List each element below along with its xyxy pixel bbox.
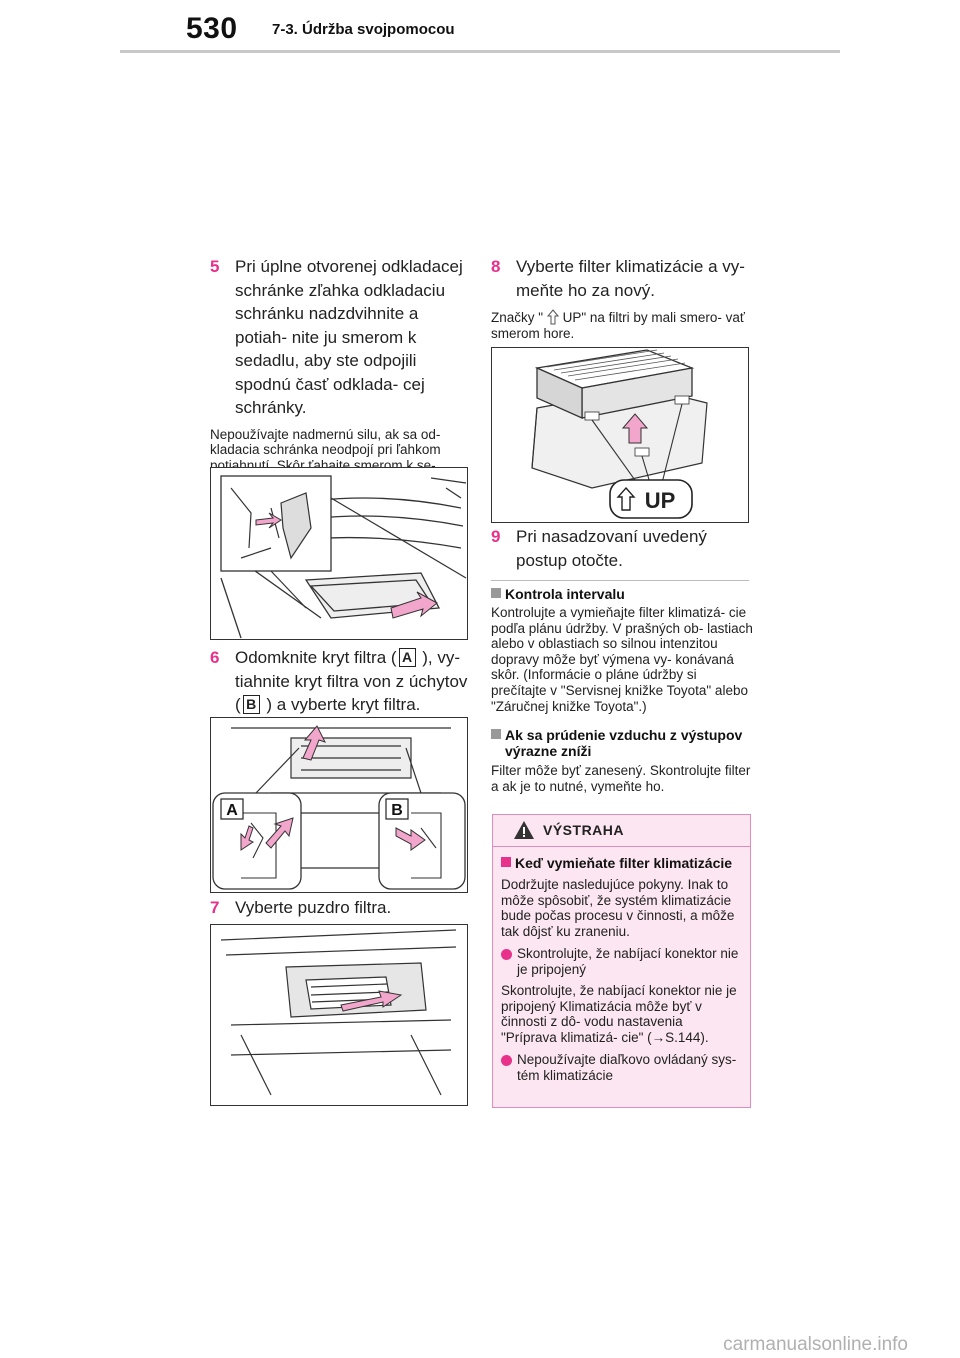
airflow-section: Ak sa prúdenie vzduchu z výstupov výrazn… [491, 727, 753, 794]
filter-replacement-illustration: UP [531, 349, 708, 519]
filter-case-figure [210, 924, 468, 1106]
up-arrow-icon [546, 309, 559, 325]
watermark: carmanualsonline.info [723, 1334, 908, 1355]
interval-text: Kontrolujte a vymieňajte filter klimatiz… [491, 605, 753, 714]
warning-triangle-icon [514, 821, 534, 839]
interval-section: Kontrola intervalu Kontrolujte a vymieňa… [491, 586, 753, 714]
airflow-text: Filter môže byť zanesený. Skontrolujte f… [491, 763, 751, 794]
step-text-part: ) a vyberte kryt filtra. [261, 695, 421, 714]
step-text-part: Odomknite kryt filtra ( [235, 648, 397, 667]
step-9: 9 Pri nasadzovaní uvedený postup otočte. [491, 525, 751, 572]
warning-bullet-1: Skontrolujte, že nabíjací konektor nie j… [517, 946, 739, 977]
step-number: 7 [210, 898, 220, 917]
warning-head: Keď vymieňate filter klimatizácie [515, 855, 733, 871]
warning-bullet-1-text: Skontrolujte, že nabíjací konektor nie j… [501, 983, 737, 1045]
airflow-title: Ak sa prúdenie vzduchu z výstupov výrazn… [505, 727, 743, 759]
step-note: Značky " UP" na filtri by mali smero- va… [491, 309, 751, 341]
header-divider [120, 50, 840, 53]
section-divider [491, 580, 749, 581]
glovebox-illustration [220, 475, 467, 639]
filter-cover-figure: A B [210, 717, 468, 893]
warning-box: VÝSTRAHA Keď vymieňate filter klimatizác… [492, 814, 751, 1108]
warning-bullet-2: Nepoužívajte diaľkovo ovládaný sys- tém … [517, 1052, 737, 1083]
note-text: Značky " [491, 310, 547, 325]
note-text: UP" na filtri by mali smero- vať smerom … [491, 310, 745, 341]
step-6: 6 Odomknite kryt filtra (A ), vy- tiahni… [210, 646, 470, 717]
filter-replacement-figure: UP [491, 347, 749, 523]
glovebox-figure [210, 467, 468, 640]
warning-intro: Dodržujte nasledujúce pokyny. Inak to mô… [501, 877, 735, 939]
section-title: 7-3. Údržba svojpomocou [272, 21, 455, 38]
page-number: 530 [186, 12, 238, 45]
square-bullet-icon [501, 857, 511, 867]
step-text-part: ), vy- tiahnite kryt filtra von z úchyto… [235, 648, 468, 714]
interval-title: Kontrola intervalu [505, 586, 625, 602]
step-number: 9 [491, 527, 501, 546]
up-label: UP [645, 488, 676, 513]
square-bullet-icon [491, 729, 501, 739]
filter-case-illustration [220, 929, 457, 1096]
step-number: 5 [210, 257, 220, 276]
step-text: Vyberte puzdro filtra. [235, 898, 392, 917]
label-b-box: B [242, 695, 260, 714]
step-text: Pri úplne otvorenej odkladacej schránke … [235, 257, 463, 417]
step-number: 8 [491, 257, 501, 276]
bullet-dot-icon [501, 949, 512, 960]
step-7: 7 Vyberte puzdro filtra. [210, 896, 470, 920]
bullet-dot-icon [501, 1055, 512, 1066]
warning-title: VÝSTRAHA [543, 822, 625, 838]
step-8: 8 Vyberte filter klimatizácie a vy- meňt… [491, 255, 751, 341]
label-a-box: A [398, 648, 416, 667]
step-number: 6 [210, 648, 220, 667]
figure-label-b: B [391, 802, 403, 819]
filter-cover-illustration: A B [212, 725, 466, 890]
figure-label-a: A [226, 802, 238, 819]
square-bullet-icon [491, 588, 501, 598]
step-text: Vyberte filter klimatizácie a vy- meňte … [516, 257, 745, 300]
step-text: Pri nasadzovaní uvedený postup otočte. [516, 527, 707, 570]
